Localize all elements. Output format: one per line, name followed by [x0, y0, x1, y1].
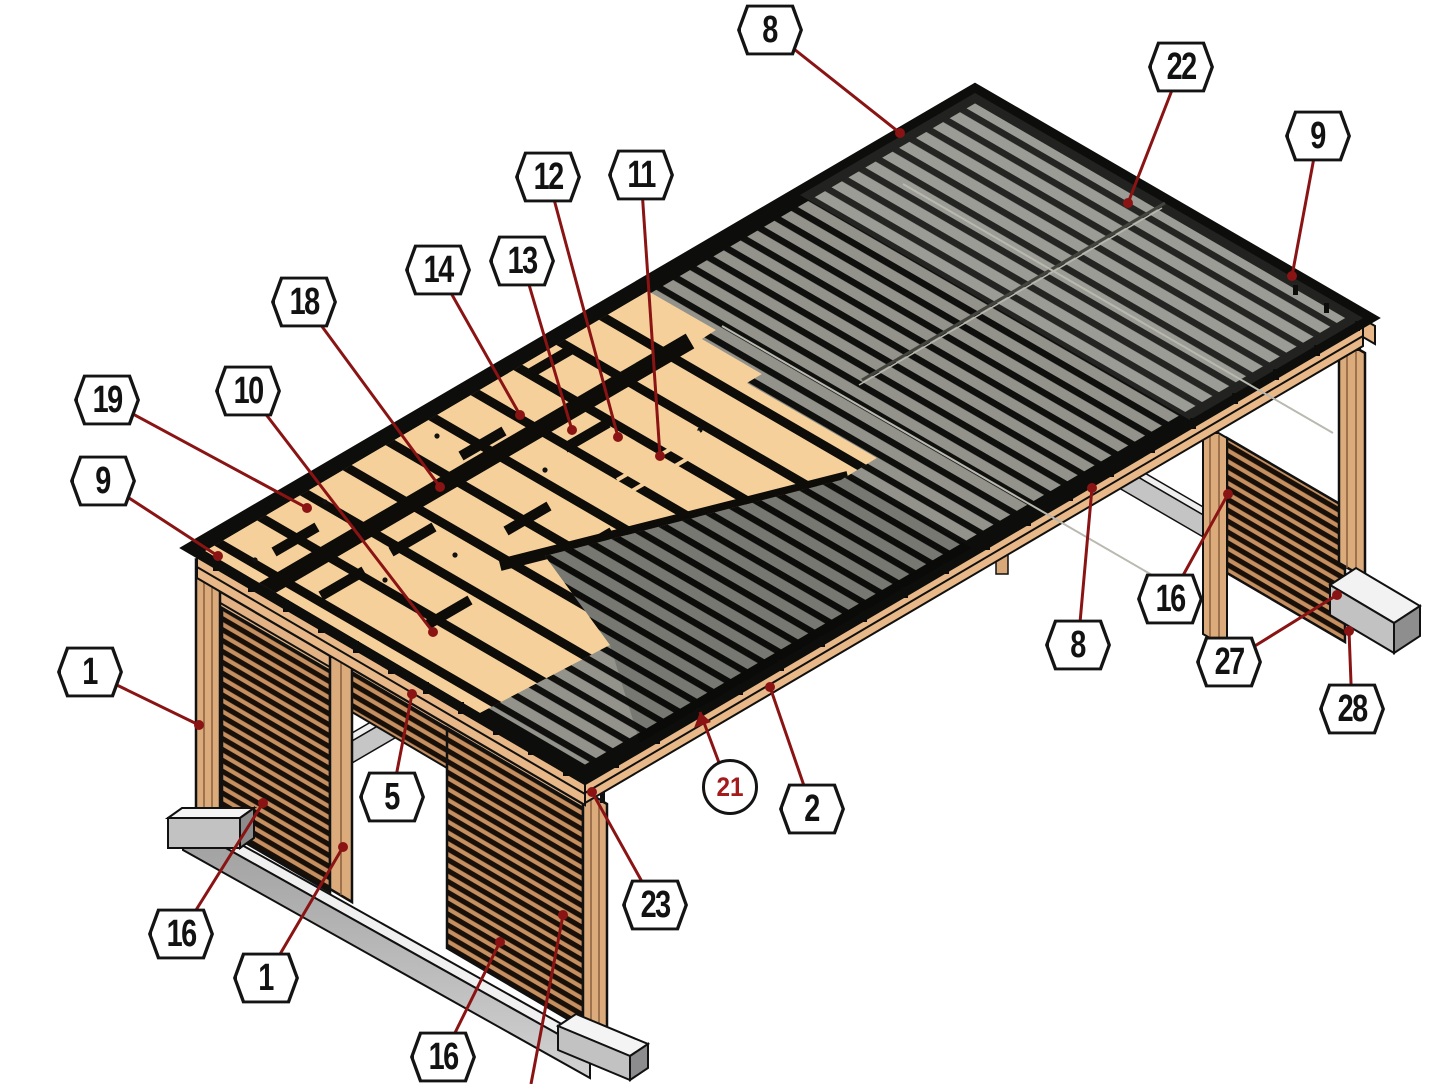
south-corner-post: [581, 782, 609, 1045]
roof-edge-clips: [213, 285, 1360, 776]
callout-11-batten: 11: [608, 148, 674, 202]
left-footing-block: [164, 806, 258, 850]
leader-dots: [194, 128, 1354, 947]
south-footing-block: [555, 1012, 651, 1082]
callout-27-post-base: 27: [1196, 635, 1262, 689]
callout-13-rafter: 13: [489, 234, 555, 288]
callout-14-rafter: 14: [405, 243, 471, 297]
callout-23-corner-post-top: 23: [622, 878, 688, 932]
callout-19-joist: 19: [74, 373, 140, 427]
callout-16-slat-panel-bottom: 16: [410, 1030, 476, 1084]
roof-main-beam: [245, 333, 695, 606]
callout-8-roof-edge: 8: [737, 3, 803, 57]
left-corner-post: [194, 552, 222, 839]
callout-9-roof-edge-right: 9: [1285, 109, 1351, 163]
callout-22-roof-panel: 22: [1148, 40, 1214, 94]
callout-18-beam: 18: [271, 275, 337, 329]
callout-1-jamb-post: 1: [233, 951, 299, 1005]
callout-21-fascia: 21: [702, 759, 758, 815]
callout-2-rim-beam: 2: [779, 782, 845, 836]
right-footing-block: [1328, 566, 1422, 655]
roof: [179, 82, 1381, 807]
callout-10-joist: 10: [215, 364, 281, 418]
callout-5-top-plate: 5: [359, 770, 425, 824]
roof-panel-seam: [861, 201, 1166, 382]
callout-16-slat-panel-left: 16: [148, 907, 214, 961]
right-corner-post: [1337, 330, 1367, 581]
arrowhead: [694, 712, 711, 728]
callout-8-fascia-right: 8: [1045, 618, 1111, 672]
callout-9-roof-edge-left: 9: [70, 454, 136, 508]
callout-12-purlin: 12: [515, 150, 581, 204]
roof-batten: [628, 442, 715, 494]
right-end-slat-wall: [1202, 418, 1347, 650]
roof-lower-panel-block: [545, 477, 972, 743]
callout-16-slat-panel-right: 16: [1137, 572, 1203, 626]
callout-1-corner-post-left: 1: [57, 645, 123, 699]
callout-28-footing: 28: [1319, 682, 1385, 736]
